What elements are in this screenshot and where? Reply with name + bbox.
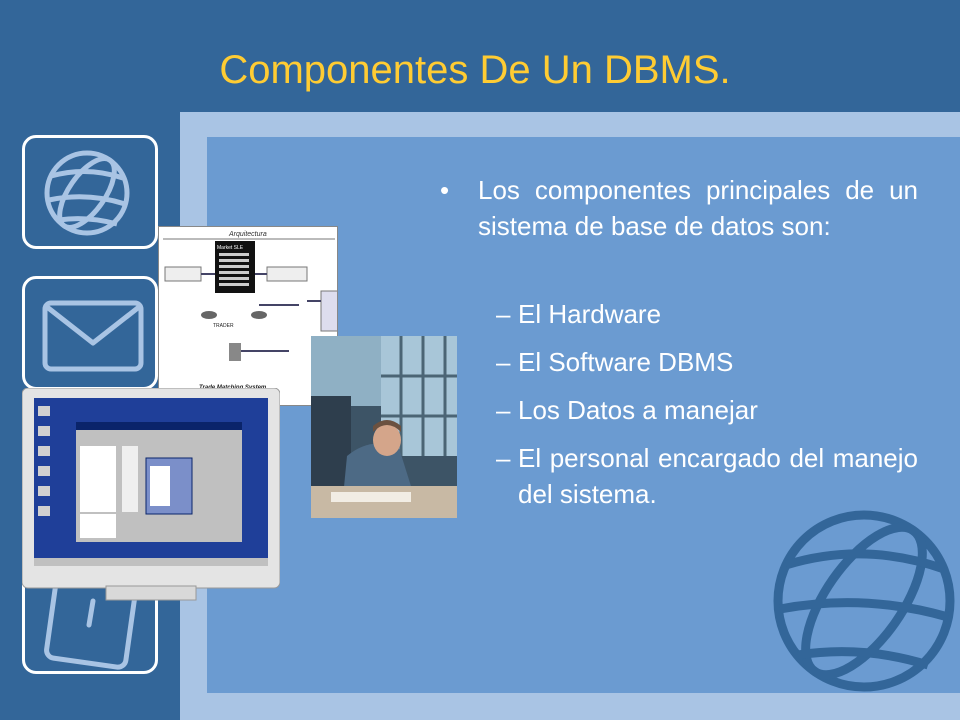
icon-box-globe <box>22 135 158 249</box>
sub-item-personnel: – El personal encargado del manejo del s… <box>496 443 918 509</box>
sub-item-hardware: – El Hardware <box>496 299 662 329</box>
main-bullet: Los componentes principales de un sistem… <box>440 172 918 244</box>
slide-body: Los componentes principales de un sistem… <box>440 172 918 512</box>
architecture-diagram-image: Arquitectura Market SLE TRADER Trade Mat… <box>158 226 338 406</box>
corner-globe-icon <box>773 510 955 692</box>
sub-item-data: – Los Datos a manejar <box>496 395 758 425</box>
globe-icon <box>44 150 130 236</box>
icon-box-envelope <box>22 276 158 390</box>
envelope-icon <box>42 300 144 372</box>
businessman-photo <box>311 336 457 518</box>
diagram-title: Arquitectura <box>228 231 267 238</box>
slide-title: Componentes De Un DBMS. <box>219 48 731 92</box>
diagram-header: Market SLE <box>217 245 244 251</box>
svg-text:TRADER: TRADER <box>213 323 234 329</box>
sub-item-software: – El Software DBMS <box>496 347 734 377</box>
computer-monitor-image <box>21 387 281 606</box>
